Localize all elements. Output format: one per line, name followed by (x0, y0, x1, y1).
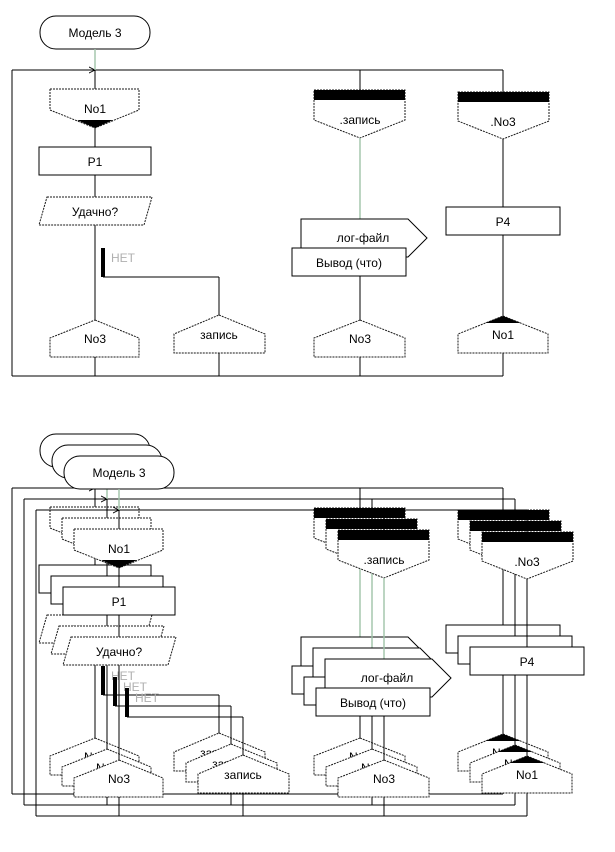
exit-no3-shape (73, 759, 164, 798)
process-p1 (38, 146, 152, 176)
decision-question-label: Удачно? (72, 205, 119, 219)
entry-no1-shape (49, 88, 140, 129)
entry-no3-header-icon (458, 92, 549, 102)
terminator-title-label: Модель 3 (68, 26, 121, 40)
process-p1-label: P1 (88, 155, 103, 169)
entry-no3-label: .No3 (490, 115, 516, 129)
entry-no1-marker-icon (101, 560, 137, 568)
decision-question-shape (62, 636, 177, 666)
exit-no1-marker-icon (485, 734, 521, 741)
no-branch-bar-icon (101, 666, 105, 695)
no-branch-label: НЕТ (135, 691, 160, 705)
exit-no1-marker-icon (497, 745, 533, 752)
entry-no1-marker-icon (77, 120, 113, 128)
output-box-label: Вывод (что) (340, 696, 406, 710)
exit-no1-marker-icon (509, 756, 545, 763)
entry-no3-label: .No3 (514, 555, 540, 569)
exit-no3-label: No3 (84, 332, 106, 346)
decision-question-label: Удачно? (96, 645, 143, 659)
exit-write-label: запись (200, 328, 238, 342)
exit-no3-shape (49, 319, 140, 358)
entry-write-header-icon (314, 90, 405, 100)
output-device-label: лог-файл (361, 671, 413, 685)
process-p4-label: P4 (520, 655, 535, 669)
output-box (291, 247, 407, 277)
entry-write-label: .запись (340, 113, 381, 127)
no-branch-bar-icon (113, 677, 117, 706)
output-box-label: Вывод (что) (316, 256, 382, 270)
entry-no1-label: No1 (84, 102, 106, 116)
exit-no3-label: No3 (108, 772, 130, 786)
entry-no3-header-icon (458, 510, 549, 520)
exit-write-label: запись (224, 768, 262, 782)
no-branch-label: НЕТ (123, 680, 148, 694)
exit-write-no3-label: No3 (373, 772, 395, 786)
no-branch-label: НЕТ (111, 251, 136, 265)
entry-no3-header-icon (470, 521, 561, 531)
output-box (315, 687, 431, 717)
process-p1-label: P1 (112, 595, 127, 609)
entry-write-header-icon (326, 519, 417, 529)
exit-no1-label: No1 (516, 768, 538, 782)
terminator-title-label: Модель 3 (92, 466, 145, 480)
entry-write-header-icon (338, 530, 429, 540)
no-branch-bar-icon (101, 248, 105, 277)
no-branch-bar-icon (125, 688, 129, 717)
no-branch-label: НЕТ (111, 669, 136, 683)
exit-no1-marker-icon (485, 316, 521, 323)
entry-write-header-icon (314, 508, 405, 518)
decision-question-shape (38, 196, 153, 226)
entry-no1-label: No1 (108, 542, 130, 556)
process-p1 (62, 586, 176, 616)
process-p4-label: P4 (496, 215, 511, 229)
entry-no1-shape (73, 528, 164, 569)
exit-no1-label: No1 (492, 328, 514, 342)
diagram-stacked: No1P1Удачно?НЕТNo3запись.записьлог-файлВ… (11, 433, 585, 817)
output-device-label: лог-файл (337, 231, 389, 245)
exit-write-no3-label: No3 (349, 332, 371, 346)
process-p4 (469, 646, 585, 676)
entry-no3-header-icon (482, 532, 573, 542)
process-p4 (445, 206, 561, 236)
entry-write-label: .запись (364, 553, 405, 567)
